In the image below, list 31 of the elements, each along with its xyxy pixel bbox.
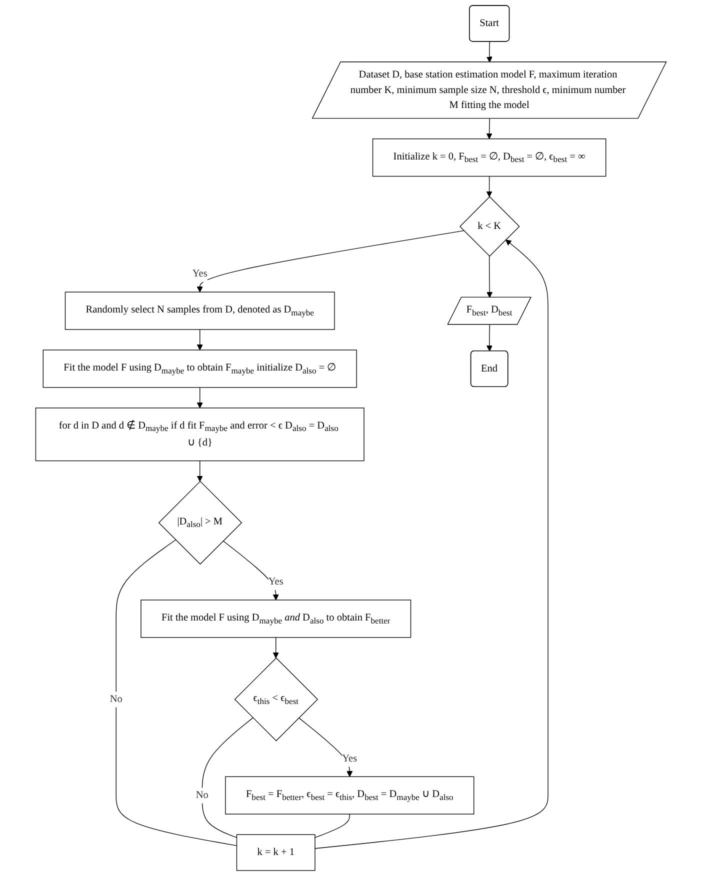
connector: [202, 717, 254, 838]
node-diamond: ϵ$_{this}$ < ϵ$_{best}$: [234, 657, 318, 742]
arrow: [314, 240, 548, 849]
connector: [314, 814, 350, 838]
node-box: Randomly select N samples from D, denoted as D$_{maybe}$: [64, 292, 335, 330]
node-box: Fit the model F using D$_{maybe}$ to obtain F$_{maybe}$ initialize D$_{also}$ = ∅: [42, 350, 357, 388]
arrow: [486, 256, 493, 298]
edge-label: No: [110, 694, 122, 705]
arrow: [486, 324, 492, 352]
arrow: [486, 176, 492, 198]
arrow: [196, 460, 203, 482]
node-box: Fit the model F using D$_{maybe}$ and D$_{also}$ to obtain F$_{better}$: [140, 600, 412, 638]
arrow: [486, 41, 492, 62]
arrow: [196, 230, 464, 292]
arrow: [486, 118, 492, 140]
edge-label: Yes: [342, 753, 358, 764]
edge-label: Yes: [268, 576, 284, 588]
node-box: for d in D and d ∉ D$_{maybe}$ if d fit F$_{maybe}$ and error < ϵ D$_{also}$ = D$_{also}$ ∪ {d}: [35, 408, 364, 462]
arrow: [196, 329, 203, 350]
edge-label: Yes: [192, 268, 208, 280]
node-box: Initialize k = 0, F$_{best}$ = ∅, D$_{best}$ = ∅, ϵ$_{best}$ = ∞: [372, 138, 606, 177]
arrow: [298, 717, 353, 777]
node-box: F$_{best}$ = F$_{better}$, ϵ$_{best}$ = ϵ$_{this}$, D$_{best}$ = D$_{maybe}$ ∪ D$_{also}$: [225, 776, 474, 814]
node-diamond: |D$_{also}$| > M: [158, 480, 242, 565]
arrow: [272, 637, 279, 658]
edge-label: No: [196, 790, 208, 801]
arrow: [222, 540, 279, 600]
connector: [116, 540, 238, 846]
node-diamond: k < K: [459, 196, 520, 257]
arrow: [196, 387, 203, 408]
node-box: k = k + 1: [236, 834, 316, 871]
